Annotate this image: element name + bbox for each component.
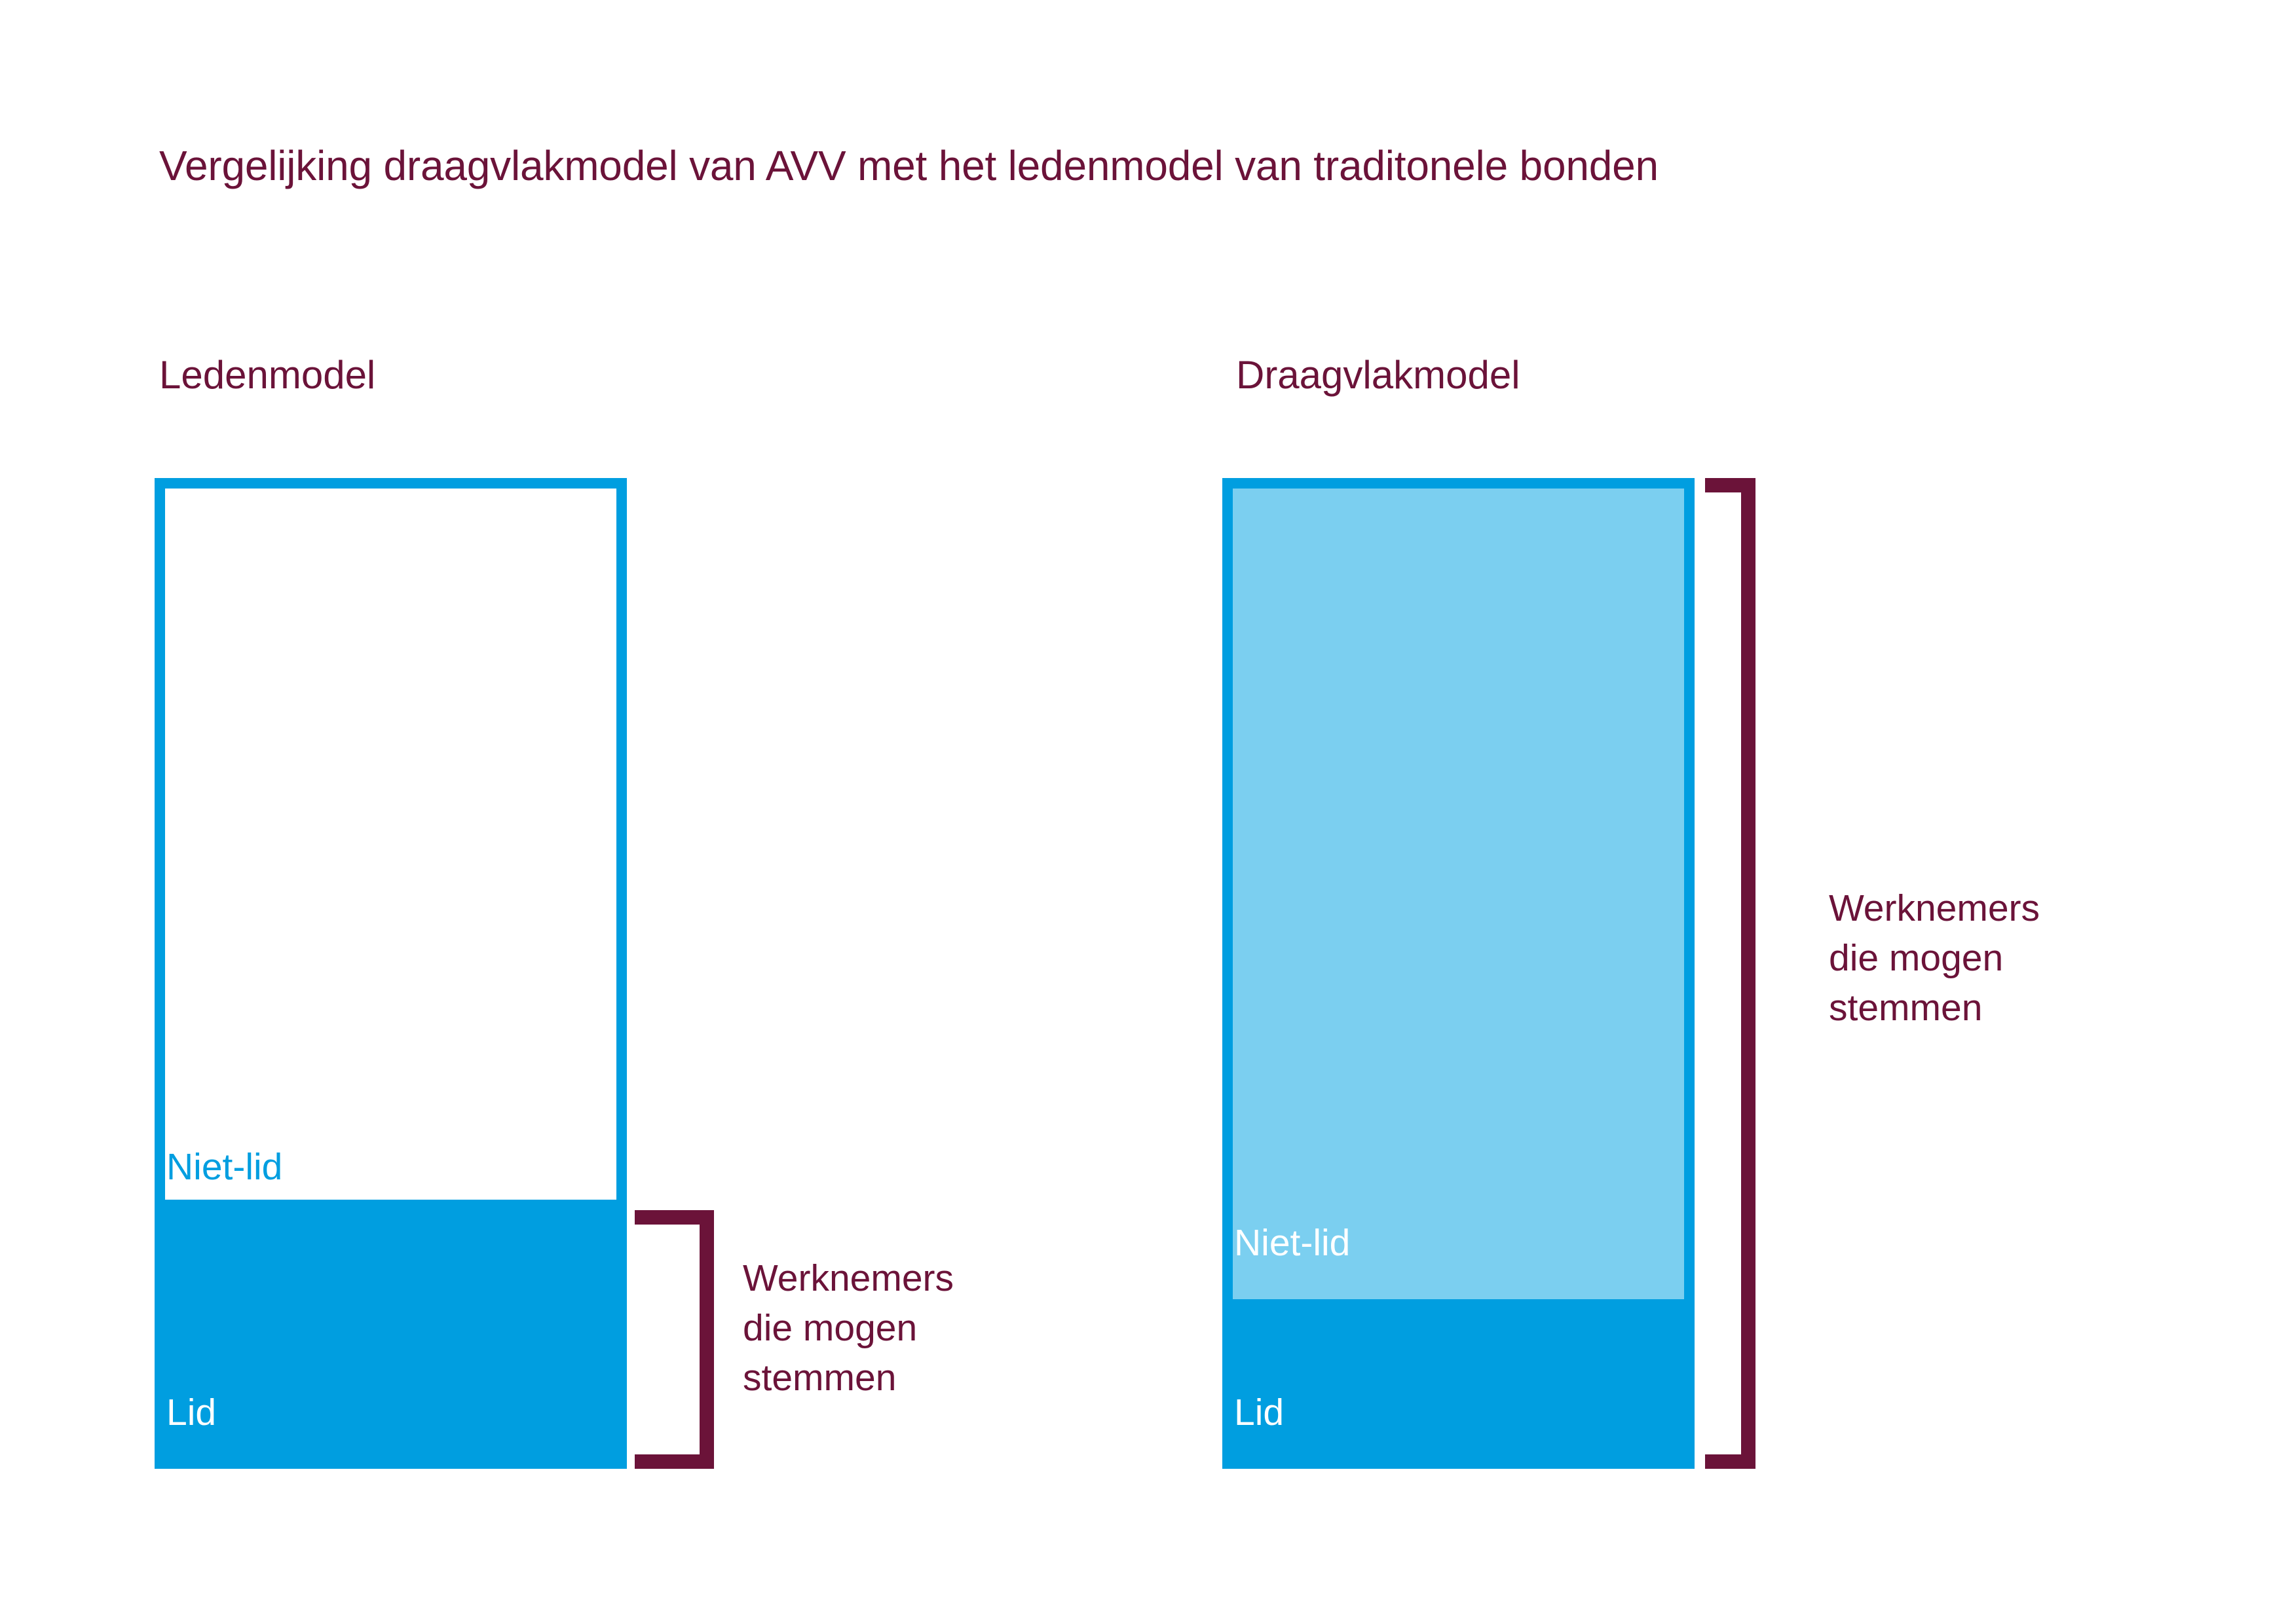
bar-label-draagvlakmodel-lid: Lid [1234,1392,1285,1433]
heading-draagvlakmodel: Draagvlakmodel [1236,353,1520,397]
bar-segment-draagvlakmodel-lid [1222,1299,1695,1469]
page-title: Vergelijking draagvlakmodel van AVV met … [159,142,1659,189]
bracket-ledenmodel-voting [635,1210,714,1469]
bracket-draagvlakmodel-voting [1705,478,1755,1469]
bracket-arm-stem [1741,478,1755,1469]
annotation-ledenmodel-voting: Werknemers die mogen stemmen [743,1257,954,1399]
bar-segment-ledenmodel-nietlid [165,489,616,1210]
bracket-arm-top [635,1210,714,1225]
bar-label-draagvlakmodel-nietlid: Niet-lid [1234,1222,1351,1264]
bracket-arm-stem [700,1210,714,1469]
bar-segment-draagvlakmodel-nietlid [1233,489,1684,1310]
bar-draagvlakmodel [1222,478,1695,1469]
annotation-draagvlakmodel-voting: Werknemers die mogen stemmen [1829,887,2040,1029]
bar-label-ledenmodel-lid: Lid [166,1392,217,1433]
bracket-arm-bottom [635,1454,714,1469]
bar-segment-ledenmodel-lid [155,1200,627,1469]
bar-label-ledenmodel-nietlid: Niet-lid [166,1146,283,1188]
heading-ledenmodel: Ledenmodel [159,353,376,397]
bracket-arm-bottom [1705,1454,1755,1469]
bar-ledenmodel [155,478,627,1469]
